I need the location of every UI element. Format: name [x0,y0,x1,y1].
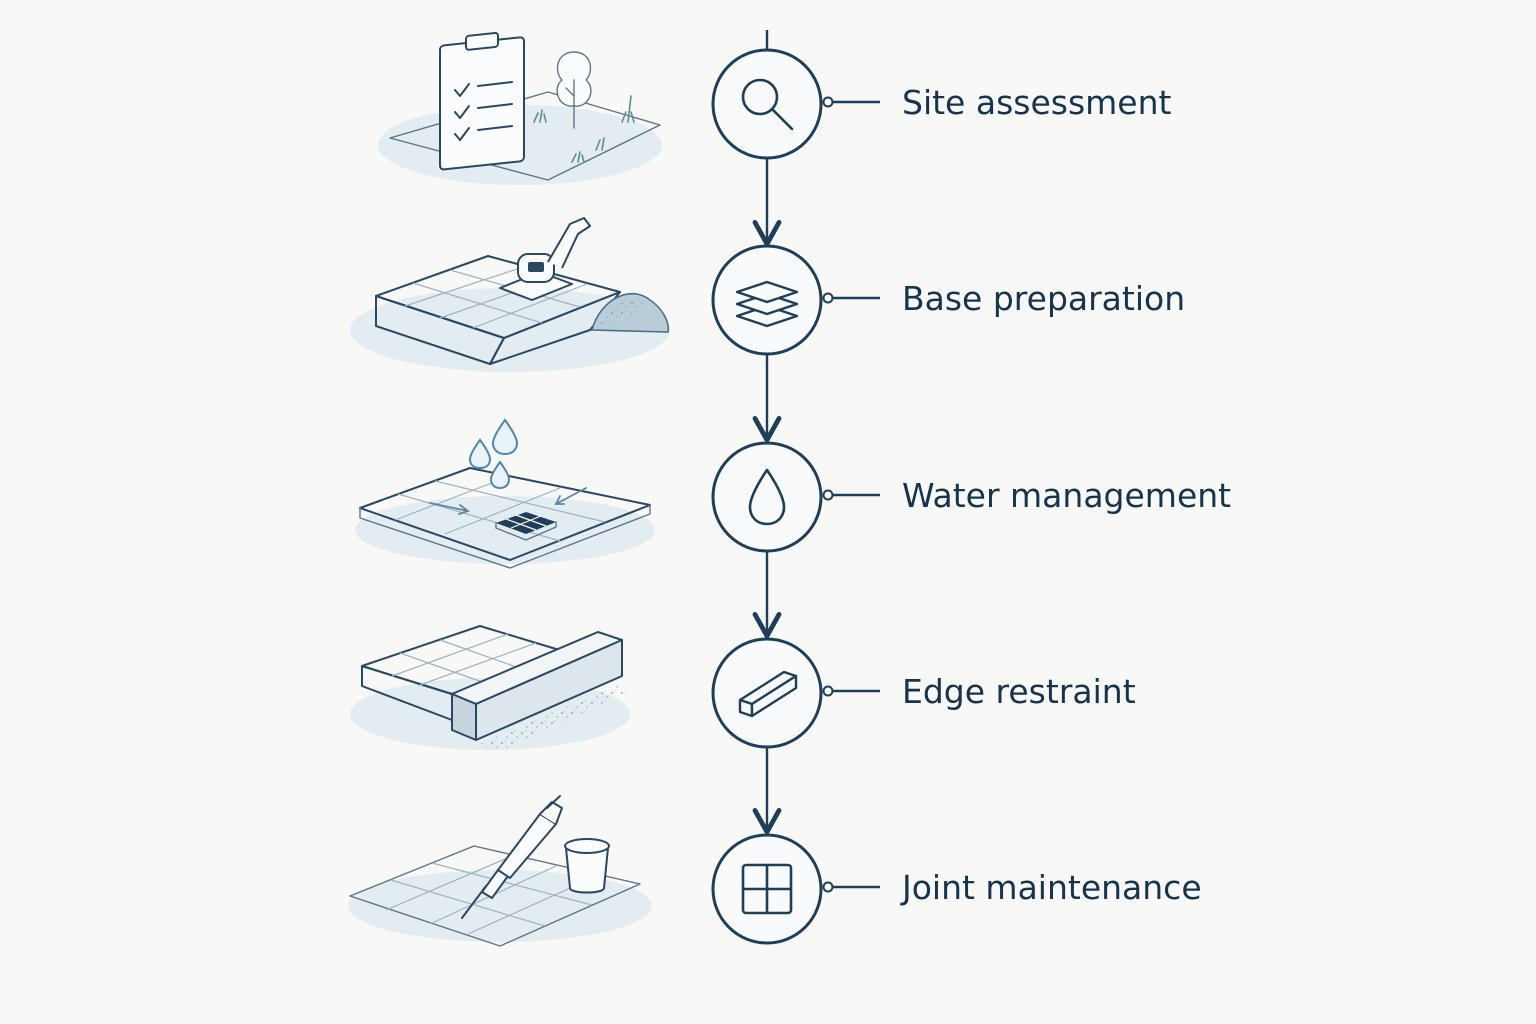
connector-dot-water [822,489,834,501]
step-joint-maintenance: Joint maintenance [348,795,1202,947]
step-edge-restraint: Edge restraint [350,625,1136,752]
connector-dot-joint [822,881,834,893]
step-label-water: Water management [902,476,1231,515]
step-water-management: Water management [355,418,1231,569]
water-drop-icon [748,468,786,526]
edge-block-icon [738,670,798,718]
drainage-grate-illustration [355,418,655,569]
connector-dot-site [822,96,834,108]
connector-dot-edge [822,685,834,697]
step-label-site: Site assessment [902,83,1172,122]
step-label-edge: Edge restraint [902,672,1136,711]
step-label-base: Base preparation [902,279,1185,318]
plate-compactor-illustration [350,217,670,372]
joint-sealant-illustration [348,795,652,947]
drain-grate [495,512,557,541]
joint-grid-icon [741,863,793,915]
edge-curb-illustration [350,625,630,752]
step-label-joint: Joint maintenance [900,868,1202,907]
magnifier-icon [741,78,794,131]
step-base-preparation: Base preparation [350,217,1185,372]
connector-dot-base [822,292,834,304]
node-site [711,48,823,160]
step-site-assessment: Site assessment [378,31,1172,185]
layers-icon [735,280,799,328]
clipboard-site-illustration [378,31,662,185]
